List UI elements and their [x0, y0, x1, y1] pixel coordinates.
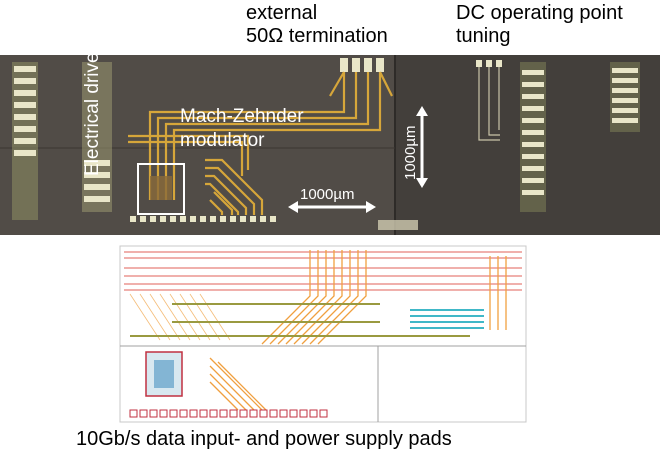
- label-dc-tuning: DC operating point tuning: [456, 2, 623, 48]
- label-scale-horizontal: 1000µm: [300, 186, 355, 203]
- pad-column-left-1: [12, 62, 38, 220]
- label-dc-line2: tuning: [456, 25, 511, 47]
- chip-micrograph: Electrical driver Mach-Zehnder modulator…: [0, 45, 660, 235]
- pad-column-right-1: [520, 62, 546, 212]
- layout-pad-row: [129, 409, 328, 418]
- layout-red-rails: [124, 251, 522, 291]
- label-dc-line1: DC operating point: [456, 2, 623, 24]
- layout-driver-block: [145, 351, 183, 397]
- label-external-termination: external 50Ω termination: [246, 2, 388, 48]
- scale-bar-vertical: [416, 106, 428, 188]
- layout-outline: [119, 245, 527, 423]
- layout-hatch: [129, 293, 231, 341]
- label-electrical-driver: Electrical driver: [82, 45, 103, 176]
- label-external-line1: external: [246, 2, 318, 24]
- label-mzm-line2: modulator: [180, 130, 265, 151]
- bottom-pad-row: [130, 216, 276, 222]
- label-external-line2: 50Ω termination: [246, 25, 388, 47]
- caption-bottom: 10Gb/s data input- and power supply pads: [76, 428, 452, 450]
- pad-column-right-2: [610, 62, 640, 132]
- modulator-outline: [137, 163, 185, 215]
- dc-tuning-pads: [476, 60, 502, 67]
- gold-traces: [128, 71, 393, 215]
- layout-dc-section: [410, 309, 484, 329]
- layout-waveguides: [130, 303, 470, 337]
- label-scale-vertical: 1000µm: [402, 125, 419, 180]
- scale-bar-horizontal: [288, 201, 376, 213]
- layout-orange-traces: [209, 250, 507, 411]
- label-mzm-line1: Mach-Zehnder: [180, 106, 304, 127]
- termination-pads: [340, 58, 384, 72]
- pad-column-left-2: [82, 62, 112, 212]
- chip-id-label: [378, 220, 418, 230]
